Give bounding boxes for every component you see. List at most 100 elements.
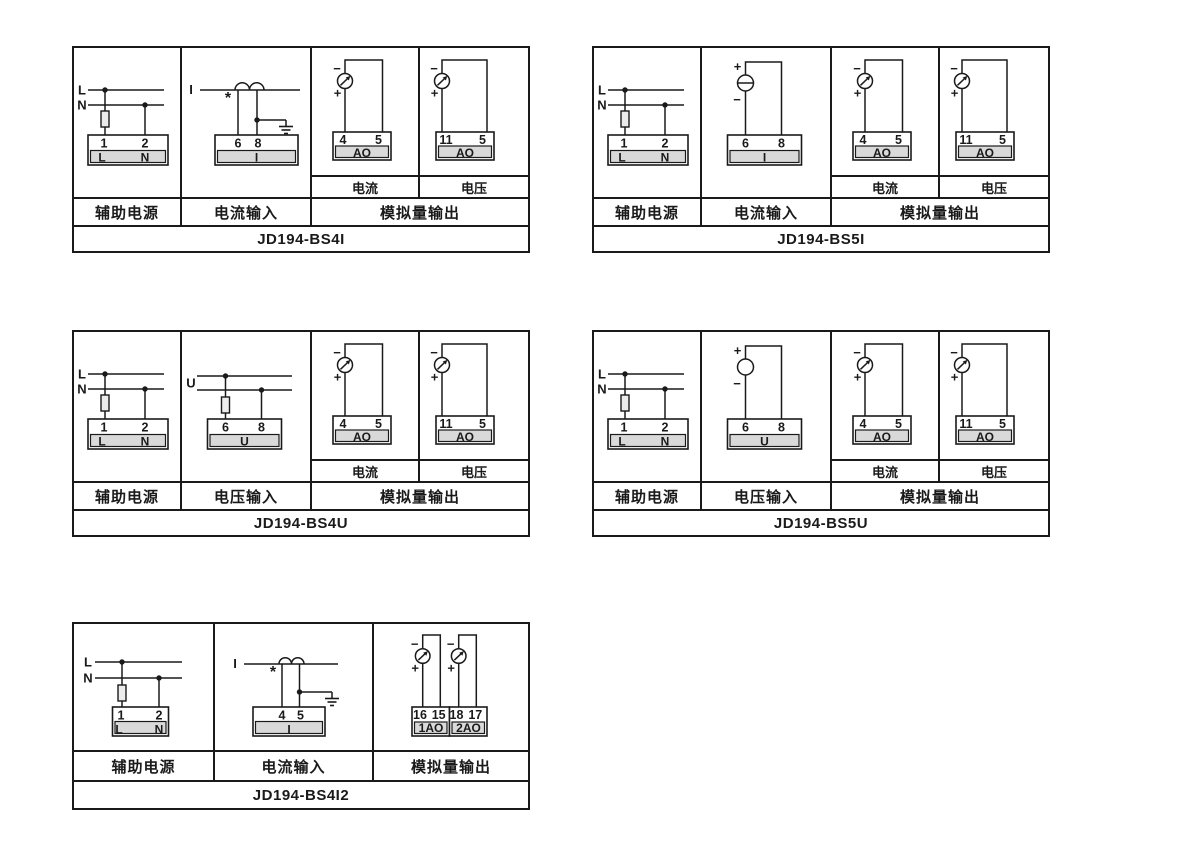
output-sub-label-current: 电流 xyxy=(312,177,420,197)
section-label-output: 模拟量输出 xyxy=(410,758,491,776)
polarity-mark: − xyxy=(411,637,419,652)
meter-icon xyxy=(336,72,354,90)
terminal-number: 5 xyxy=(999,417,1006,431)
polarity-mark: − xyxy=(853,61,861,76)
terminal-number: 2 xyxy=(662,421,669,435)
asterisk-mark: * xyxy=(270,664,277,681)
terminal-number: 8 xyxy=(258,421,265,435)
wire xyxy=(344,59,384,132)
section-label-output: 模拟量输出 xyxy=(899,204,980,222)
wire xyxy=(864,343,904,416)
polarity-mark: + xyxy=(734,59,742,74)
terminal-number: 1 xyxy=(621,137,628,151)
panel-title: JD194-BS4U xyxy=(74,509,528,535)
fuse-icon xyxy=(117,684,127,702)
terminal-label: L xyxy=(98,151,105,165)
terminal-number: 4 xyxy=(860,133,867,147)
wire xyxy=(457,634,478,707)
line-label: U xyxy=(186,376,195,391)
fuse-icon xyxy=(220,396,231,414)
polarity-mark: + xyxy=(431,86,439,101)
terminal-number: 4 xyxy=(340,417,347,431)
dc-current-source-icon xyxy=(736,74,755,92)
line-label: N xyxy=(83,671,92,686)
polarity-mark: + xyxy=(854,370,862,385)
terminal-number: 2 xyxy=(142,137,149,151)
meter-icon xyxy=(953,72,971,90)
terminal-label-strip xyxy=(729,149,800,164)
polarity-mark: − xyxy=(853,345,861,360)
polarity-mark: − xyxy=(733,376,741,391)
wire xyxy=(744,61,783,135)
polarity-mark: + xyxy=(951,370,959,385)
output-sub-label-current: 电流 xyxy=(312,461,420,481)
wire xyxy=(961,59,1008,132)
terminal-number: 4 xyxy=(860,417,867,431)
terminal-number: 18 xyxy=(450,708,464,722)
terminal-label: I xyxy=(287,723,290,737)
section-label-input: 电流输入 xyxy=(702,199,832,225)
terminal-number: 5 xyxy=(479,133,486,147)
section-label-row: 辅助电源电流输入模拟量输出 xyxy=(74,750,528,780)
section-label-aux: 辅助电源 xyxy=(74,752,215,780)
terminal-label-strip xyxy=(114,720,167,735)
terminal-label-strip xyxy=(609,149,687,164)
terminal-number: 1 xyxy=(101,421,108,435)
terminal-number: 1 xyxy=(101,137,108,151)
line-label: N xyxy=(77,98,86,113)
meter-icon xyxy=(856,356,874,374)
terminal-label: AO xyxy=(976,430,994,444)
meter-icon xyxy=(856,72,874,90)
panel-title: JD194-BS4I xyxy=(74,225,528,251)
terminal-label-strip xyxy=(334,429,390,443)
output-sub-label-row: 电流电压 xyxy=(312,175,528,197)
terminal-label: AO xyxy=(873,146,891,160)
ground-icon xyxy=(279,120,293,135)
terminal-label: L xyxy=(115,723,122,737)
terminal-number: 5 xyxy=(297,709,304,723)
terminal-label-strip xyxy=(209,433,280,448)
output-sub-label-current: 电流 xyxy=(832,461,940,481)
terminal-number: 1 xyxy=(621,421,628,435)
fuse-icon xyxy=(620,110,630,128)
section-label-output: 模拟量输出 xyxy=(379,204,460,222)
terminal-number: 6 xyxy=(222,421,229,435)
terminal-number: 8 xyxy=(778,137,785,151)
output-sub-label-voltage: 电压 xyxy=(980,464,1007,480)
section-label-output: 模拟量输出 xyxy=(379,488,460,506)
section-label-aux: 辅助电源 xyxy=(594,483,702,509)
terminal-number: 5 xyxy=(479,417,486,431)
terminal-label-strip xyxy=(216,149,297,164)
polarity-mark: + xyxy=(334,86,342,101)
terminal-label: 1AO xyxy=(419,721,444,735)
meter-icon xyxy=(336,356,354,374)
output-sub-label-row: 电流电压 xyxy=(832,175,1048,197)
terminal-label: L xyxy=(618,435,625,449)
panel-title: JD194-BS5I xyxy=(594,225,1048,251)
polarity-mark: − xyxy=(950,61,958,76)
line-label: N xyxy=(77,382,86,397)
line-label: L xyxy=(598,367,606,382)
terminal-number: 6 xyxy=(742,137,749,151)
terminal-number: 1 xyxy=(118,709,125,723)
